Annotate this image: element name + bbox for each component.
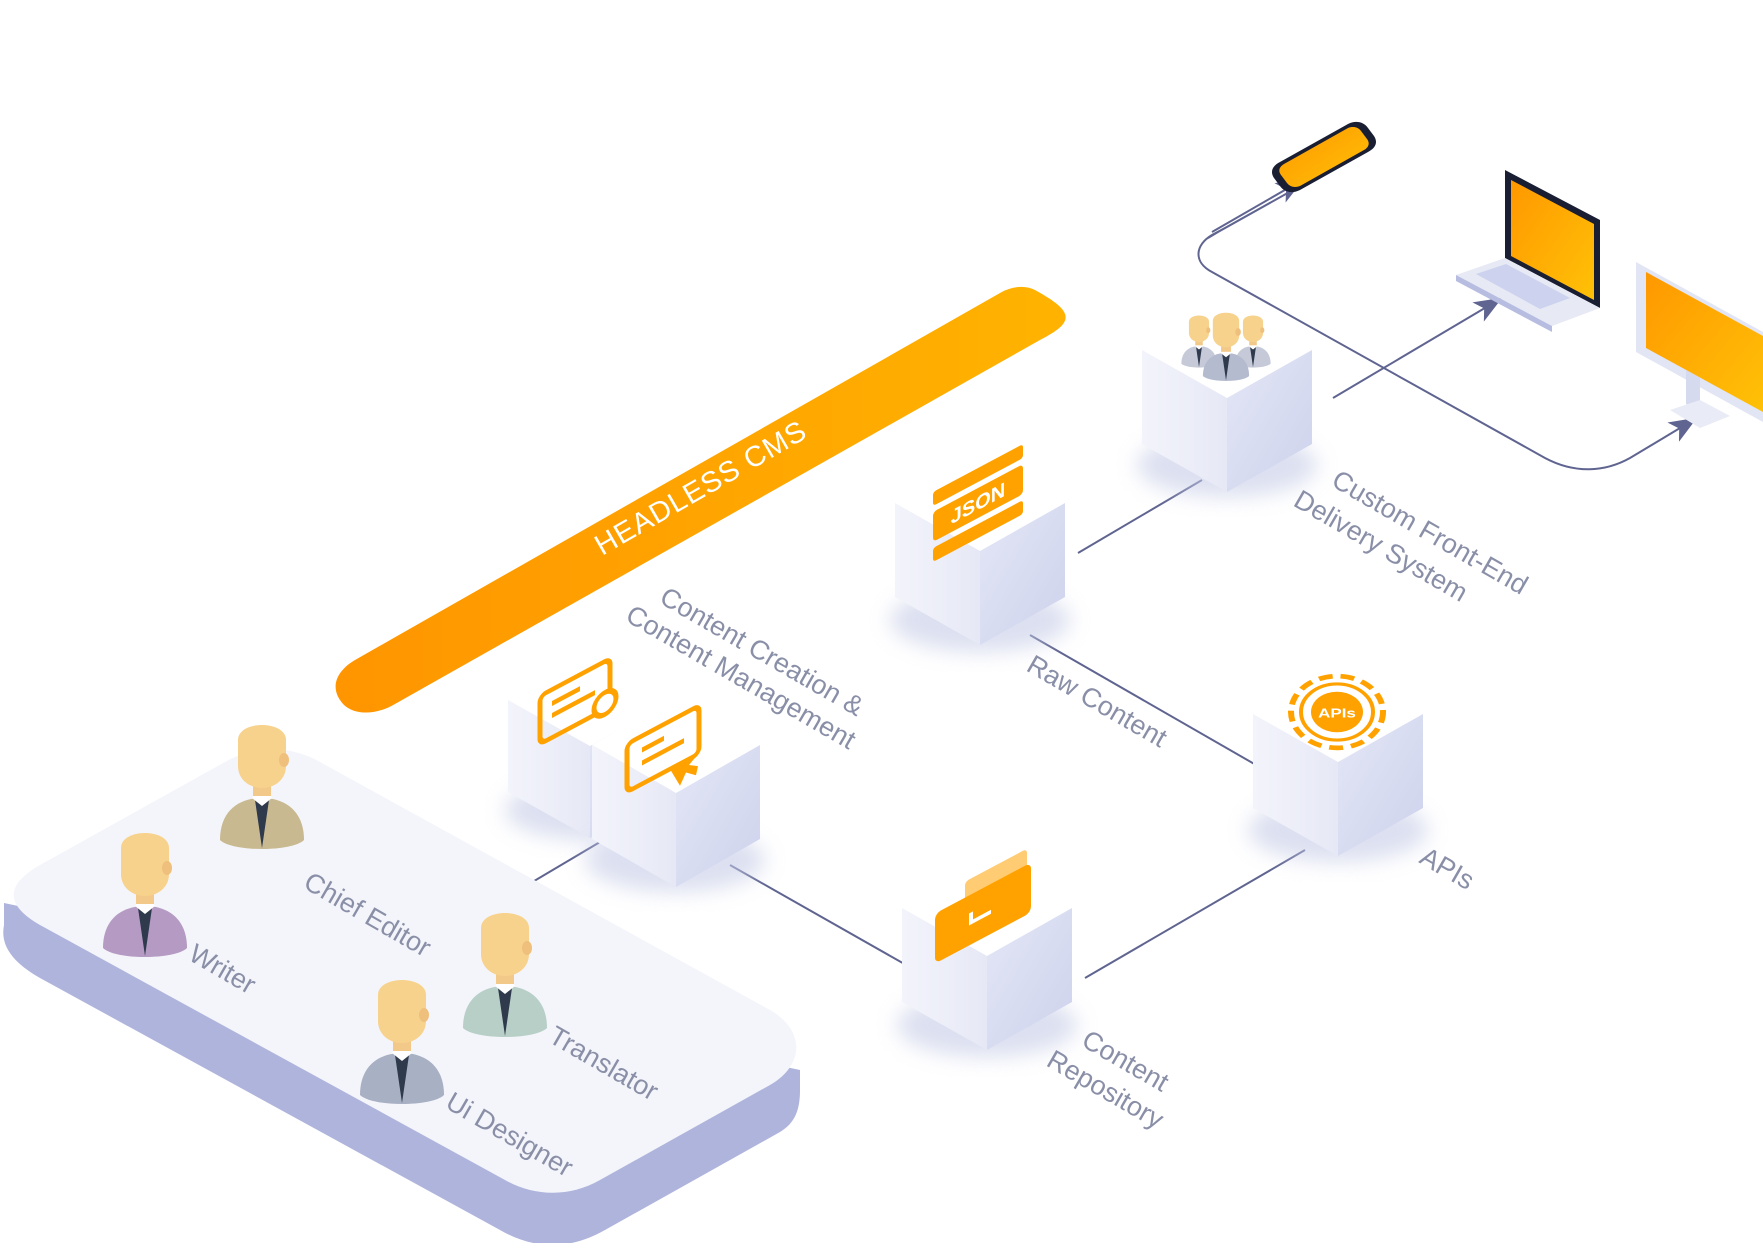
connector-creation-to-repository: [729, 864, 916, 971]
cube-content-creation-front: [585, 697, 765, 892]
folder-icon: [935, 850, 1031, 962]
cube-apis: APIs: [1248, 666, 1428, 862]
label-apis: APIs: [1415, 841, 1479, 895]
arrow-to-laptop: [1332, 297, 1503, 399]
cube-frontend-delivery: [1137, 302, 1317, 497]
api-gear-icon: APIs: [1288, 673, 1386, 751]
cube-raw-content: JSON: [890, 445, 1070, 652]
label-raw-content: Raw Content: [1022, 649, 1173, 753]
document-gear-icon: [537, 658, 619, 745]
api-badge: APIs: [1318, 706, 1356, 721]
cube-content-repository: [897, 850, 1077, 1057]
connector-repository-to-apis: [1084, 849, 1306, 979]
connectors: [496, 178, 1698, 979]
arrow-route-phone-monitor: [1197, 189, 1698, 471]
monitor-icon: [1636, 262, 1763, 428]
json-icon: JSON: [933, 445, 1023, 561]
connector-raw-to-apis: [1029, 634, 1271, 774]
banner-label: HEADLESS CMS: [590, 415, 813, 562]
arrow-to-phone: [1211, 178, 1305, 233]
document-pointer-icon: [624, 705, 702, 793]
laptop-icon: [1456, 170, 1600, 332]
smartphone-icon: [1272, 121, 1376, 193]
